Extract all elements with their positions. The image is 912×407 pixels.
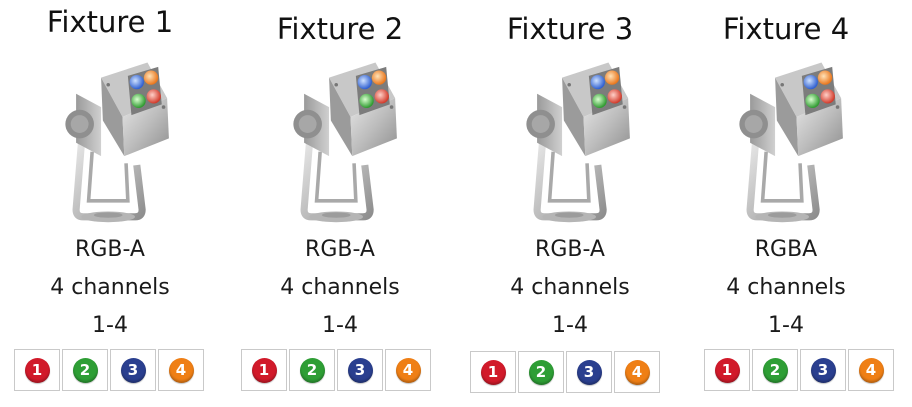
fixture-type: RGBA: [754, 237, 818, 262]
channel-badge-2: 2: [528, 359, 554, 385]
fixture-type: RGB-A: [75, 237, 145, 262]
fixture-range: 1-4: [552, 313, 588, 338]
channel-boxes: 1 2 3 4: [241, 349, 433, 391]
channel-boxes: 1 2 3 4: [14, 349, 206, 391]
fixture-3: Fixture 3 RGB-A 4 channels 1-4 1 2 3 4: [460, 0, 680, 407]
channel-badge-1: 1: [714, 357, 740, 383]
fixture-range: 1-4: [322, 313, 358, 338]
channel-badge-3: 3: [810, 357, 836, 383]
channel-box-1[interactable]: 1: [704, 349, 750, 391]
channel-badge-4: 4: [168, 357, 194, 383]
fixture-channels: 4 channels: [726, 275, 846, 300]
fixture-range: 1-4: [92, 313, 128, 338]
led-flood-light-image: [270, 58, 406, 224]
channel-badge-3: 3: [120, 357, 146, 383]
channel-box-4[interactable]: 4: [158, 349, 204, 391]
channel-box-2[interactable]: 2: [518, 351, 564, 393]
channel-badge-1: 1: [24, 357, 50, 383]
channel-box-4[interactable]: 4: [848, 349, 894, 391]
channel-badge-1: 1: [480, 359, 506, 385]
channel-boxes: 1 2 3 4: [704, 349, 896, 391]
led-flood-light-image: [42, 58, 178, 224]
channel-badge-2: 2: [299, 357, 325, 383]
channel-box-1[interactable]: 1: [241, 349, 287, 391]
channel-box-3[interactable]: 3: [337, 349, 383, 391]
channel-box-1[interactable]: 1: [14, 349, 60, 391]
fixture-title: Fixture 1: [46, 5, 174, 39]
led-flood-light-image: [716, 58, 852, 224]
fixture-2: Fixture 2 RGB-A 4 channels 1-4 1 2 3 4: [230, 0, 450, 407]
fixture-title: Fixture 3: [506, 12, 634, 46]
fixture-type: RGB-A: [305, 237, 375, 262]
fixture-range: 1-4: [768, 313, 804, 338]
channel-badge-3: 3: [347, 357, 373, 383]
fixture-channels: 4 channels: [50, 275, 170, 300]
channel-badge-4: 4: [395, 357, 421, 383]
led-flood-light-image: [503, 58, 639, 224]
fixture-channels: 4 channels: [510, 275, 630, 300]
fixture-4: Fixture 4 RGBA 4 channels 1-4 1 2 3 4: [676, 0, 896, 407]
channel-box-4[interactable]: 4: [385, 349, 431, 391]
channel-badge-4: 4: [624, 359, 650, 385]
channel-badge-2: 2: [72, 357, 98, 383]
fixture-1: Fixture 1 RGB-A 4 channels 1-4 1 2 3 4: [0, 0, 220, 407]
channel-badge-2: 2: [762, 357, 788, 383]
channel-badge-4: 4: [858, 357, 884, 383]
fixture-title: Fixture 2: [276, 12, 404, 46]
channel-box-3[interactable]: 3: [110, 349, 156, 391]
fixture-channels: 4 channels: [280, 275, 400, 300]
fixture-type: RGB-A: [535, 237, 605, 262]
channel-badge-3: 3: [576, 359, 602, 385]
fixture-title: Fixture 4: [722, 12, 850, 46]
channel-box-2[interactable]: 2: [289, 349, 335, 391]
channel-box-2[interactable]: 2: [752, 349, 798, 391]
channel-boxes: 1 2 3 4: [470, 351, 662, 393]
channel-badge-1: 1: [251, 357, 277, 383]
channel-box-3[interactable]: 3: [566, 351, 612, 393]
channel-box-4[interactable]: 4: [614, 351, 660, 393]
channel-box-1[interactable]: 1: [470, 351, 516, 393]
channel-box-3[interactable]: 3: [800, 349, 846, 391]
channel-box-2[interactable]: 2: [62, 349, 108, 391]
